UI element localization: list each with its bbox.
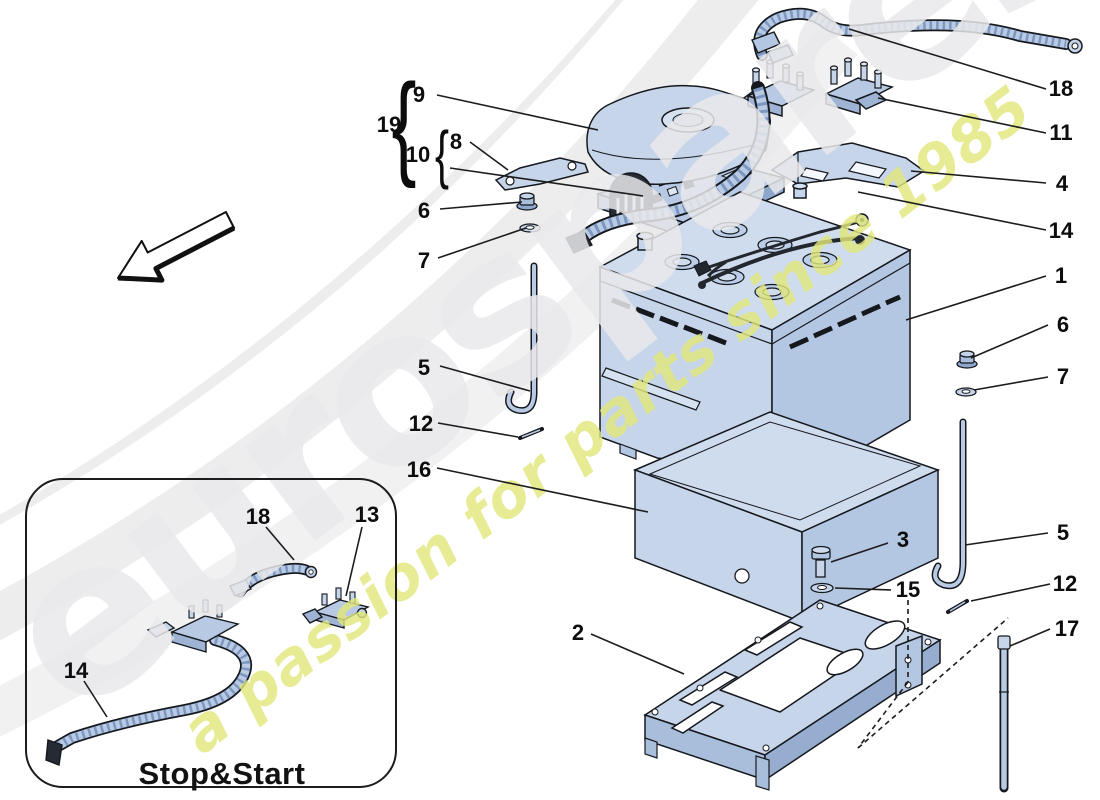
battery-tray — [643, 599, 942, 791]
leader-line — [83, 680, 108, 718]
construction-line — [857, 617, 1009, 749]
construction-line — [857, 681, 909, 749]
battery-cover — [632, 411, 941, 624]
leader-line — [436, 94, 599, 131]
inset-caption: Stop&Start — [138, 756, 306, 791]
leader-line — [436, 467, 649, 513]
leader-line — [590, 633, 685, 675]
leader-line — [345, 526, 363, 597]
positive-cable — [751, 7, 1083, 64]
leader-line — [848, 28, 1047, 90]
leader-line — [970, 583, 1051, 602]
leader-line — [905, 275, 1047, 321]
inset-cables — [45, 562, 370, 766]
leader-line — [439, 365, 531, 392]
leader-line — [437, 227, 527, 259]
leader-line — [964, 532, 1049, 546]
leader-line — [469, 141, 509, 171]
leader-line — [449, 167, 644, 197]
direction-arrow-icon — [117, 211, 236, 283]
right-fasteners — [810, 350, 1011, 793]
corrugated-harness — [565, 81, 771, 254]
leader-line — [439, 201, 523, 210]
leader-line — [970, 324, 1049, 359]
left-fasteners — [505, 192, 544, 440]
leader-line — [857, 191, 1047, 231]
stop-start-inset-box — [25, 478, 397, 788]
leader-line — [265, 526, 295, 561]
leader-line — [973, 376, 1049, 391]
leader-line — [830, 542, 889, 563]
leader-line — [1009, 628, 1051, 647]
leader-line — [910, 170, 1047, 184]
leader-line — [834, 587, 892, 591]
leader-line — [437, 422, 519, 438]
leader-line — [877, 97, 1047, 134]
